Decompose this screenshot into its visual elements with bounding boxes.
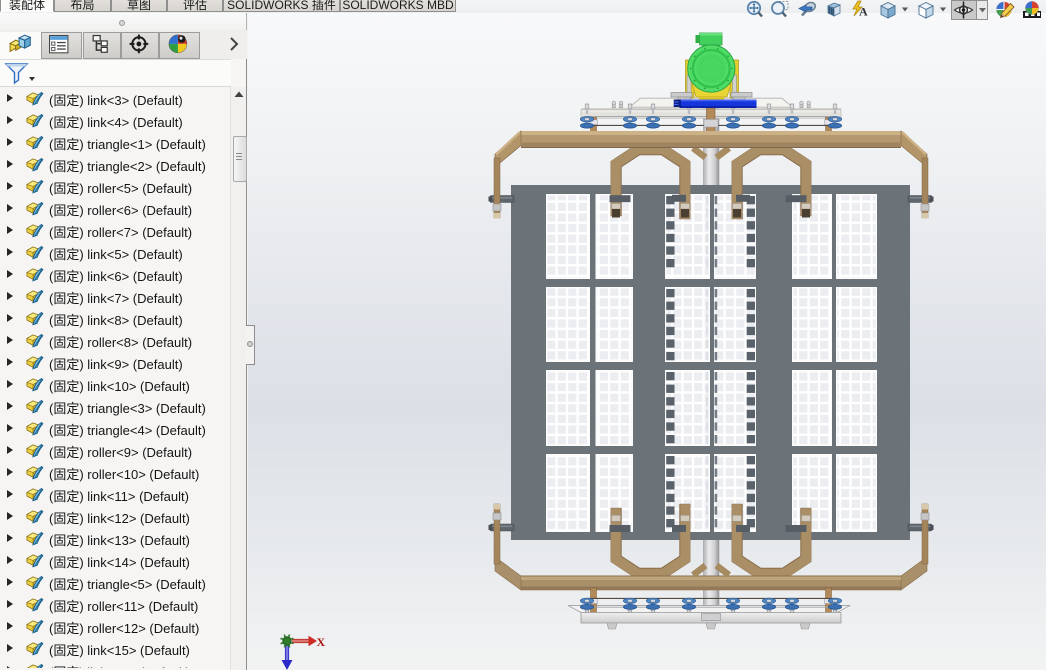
svg-text:A: A [859, 5, 868, 19]
